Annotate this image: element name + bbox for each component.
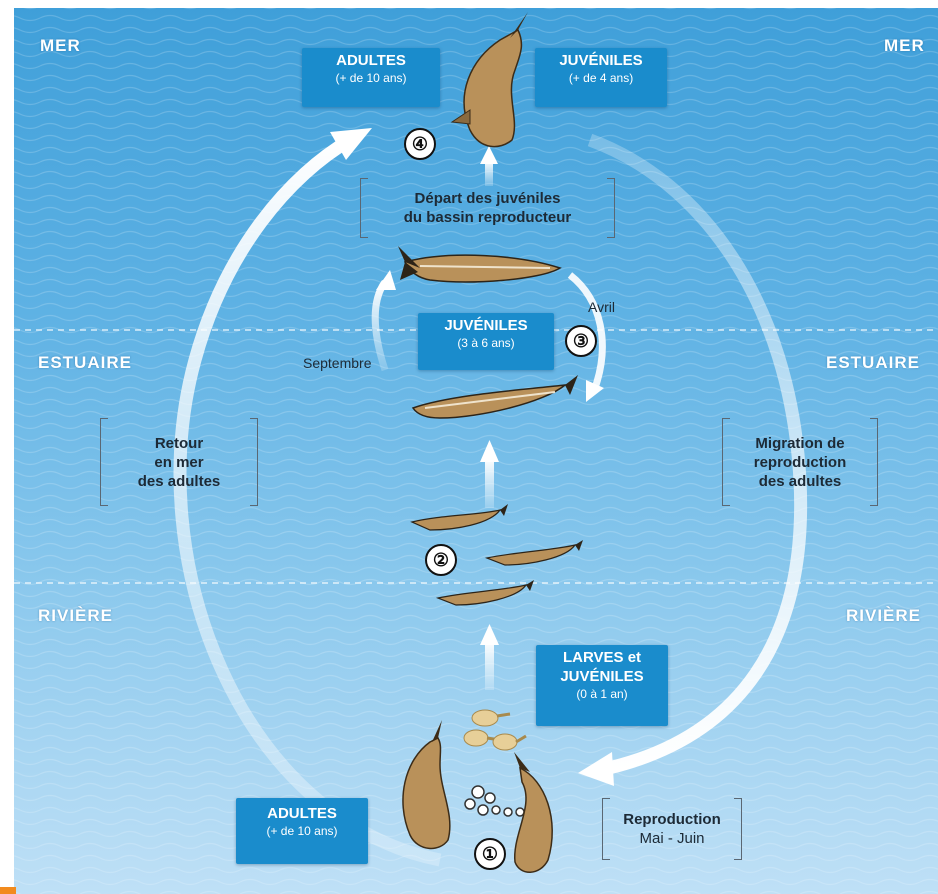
zone-label-estuaire-right: ESTUAIRE (826, 353, 920, 372)
note-retour-line-2: en mer (154, 453, 204, 471)
note-migration-line-2: reproduction (753, 453, 847, 471)
step-number-3: ③ (565, 325, 597, 357)
juvenile-cycle-right-head (586, 380, 604, 402)
larvae-group (463, 709, 527, 751)
box-juveniles-mid: JUVÉNILES (3 à 6 ans) (418, 313, 554, 370)
label-avril: Avril (588, 299, 615, 315)
larvae-up-arrow-shaft (485, 640, 494, 690)
note-retour-line-1: Retour (154, 434, 204, 452)
juvenile-sturgeon-small-2 (484, 540, 583, 566)
note-retour-line-3: des adultes (137, 472, 221, 490)
zone-label-riviere-right: RIVIÈRE (846, 606, 922, 625)
estuary-up-arrow-shaft (485, 458, 494, 508)
adult-sturgeon-top (450, 12, 528, 148)
adult-sturgeon-bottom-right (514, 752, 553, 873)
box-adultes-bottom-title: ADULTES (267, 805, 337, 822)
return-arrow-head (330, 128, 372, 160)
zone-label-riviere-left: RIVIÈRE (38, 606, 114, 625)
box-juveniles-top-title: JUVÉNILES (559, 52, 643, 69)
corner-accent (0, 887, 16, 894)
box-larves-title-1: LARVES et (562, 649, 642, 666)
note-reproduction-line-2: Mai - Juin (639, 830, 705, 847)
note-reproduction: Reproduction Mai - Juin (602, 798, 742, 860)
estuary-up-arrow-head (480, 440, 499, 462)
sea-up-arrow-shaft (485, 160, 493, 186)
box-adultes-top-sub: (+ de 10 ans) (335, 71, 407, 85)
zone-label-estuaire-left: ESTUAIRE (38, 353, 132, 372)
note-depart-line-2: du bassin reproducteur (403, 209, 572, 226)
box-juveniles-top-sub: (+ de 4 ans) (568, 71, 634, 85)
sea-up-arrow-head (480, 146, 498, 164)
juvenile-sturgeon-large-mid (411, 375, 578, 419)
step-number-2: ② (425, 544, 457, 576)
step-number-4: ④ (404, 128, 436, 160)
juvenile-sturgeon-small-3 (435, 580, 534, 606)
box-juveniles-mid-title: JUVÉNILES (444, 317, 528, 334)
larvae-up-arrow-head (480, 624, 499, 645)
zone-label-mer-left: MER (40, 36, 81, 55)
juvenile-cycle-left-head (376, 270, 396, 290)
return-arrow-arc (173, 134, 442, 867)
box-adultes-top: ADULTES (+ de 10 ans) (302, 48, 440, 107)
box-adultes-bottom-sub: (+ de 10 ans) (266, 824, 338, 838)
label-septembre: Septembre (303, 355, 372, 371)
note-depart-line-1: Départ des juvéniles (414, 190, 561, 207)
box-larves: LARVES et JUVÉNILES (0 à 1 an) (536, 645, 668, 726)
box-juveniles-mid-sub: (3 à 6 ans) (457, 336, 515, 350)
migration-arrow-head (578, 752, 614, 786)
step-number-1: ① (474, 838, 506, 870)
box-larves-sub: (0 à 1 an) (576, 687, 628, 701)
note-migration-line-1: Migration de (755, 434, 845, 452)
box-adultes-bottom: ADULTES (+ de 10 ans) (236, 798, 368, 864)
adult-sturgeon-bottom-left (402, 720, 451, 850)
box-juveniles-top: JUVÉNILES (+ de 4 ans) (535, 48, 667, 107)
note-migration-reproduction: Migration de reproduction des adultes (722, 418, 878, 506)
box-larves-title-2: JUVÉNILES (560, 668, 644, 685)
note-migration-line-3: des adultes (758, 472, 842, 490)
zone-label-mer-right: MER (884, 36, 925, 55)
juvenile-sturgeon-small-1 (410, 504, 508, 531)
juvenile-sturgeon-large-top (398, 246, 562, 283)
box-adultes-top-title: ADULTES (336, 52, 406, 69)
note-retour-adultes: Retour en mer des adultes (100, 418, 258, 506)
note-reproduction-line-1: Reproduction (623, 811, 721, 828)
juvenile-cycle-right-arc (567, 272, 606, 390)
migration-arrow-arc (587, 133, 808, 777)
note-depart-juveniles: Départ des juvéniles du bassin reproduct… (360, 178, 615, 238)
